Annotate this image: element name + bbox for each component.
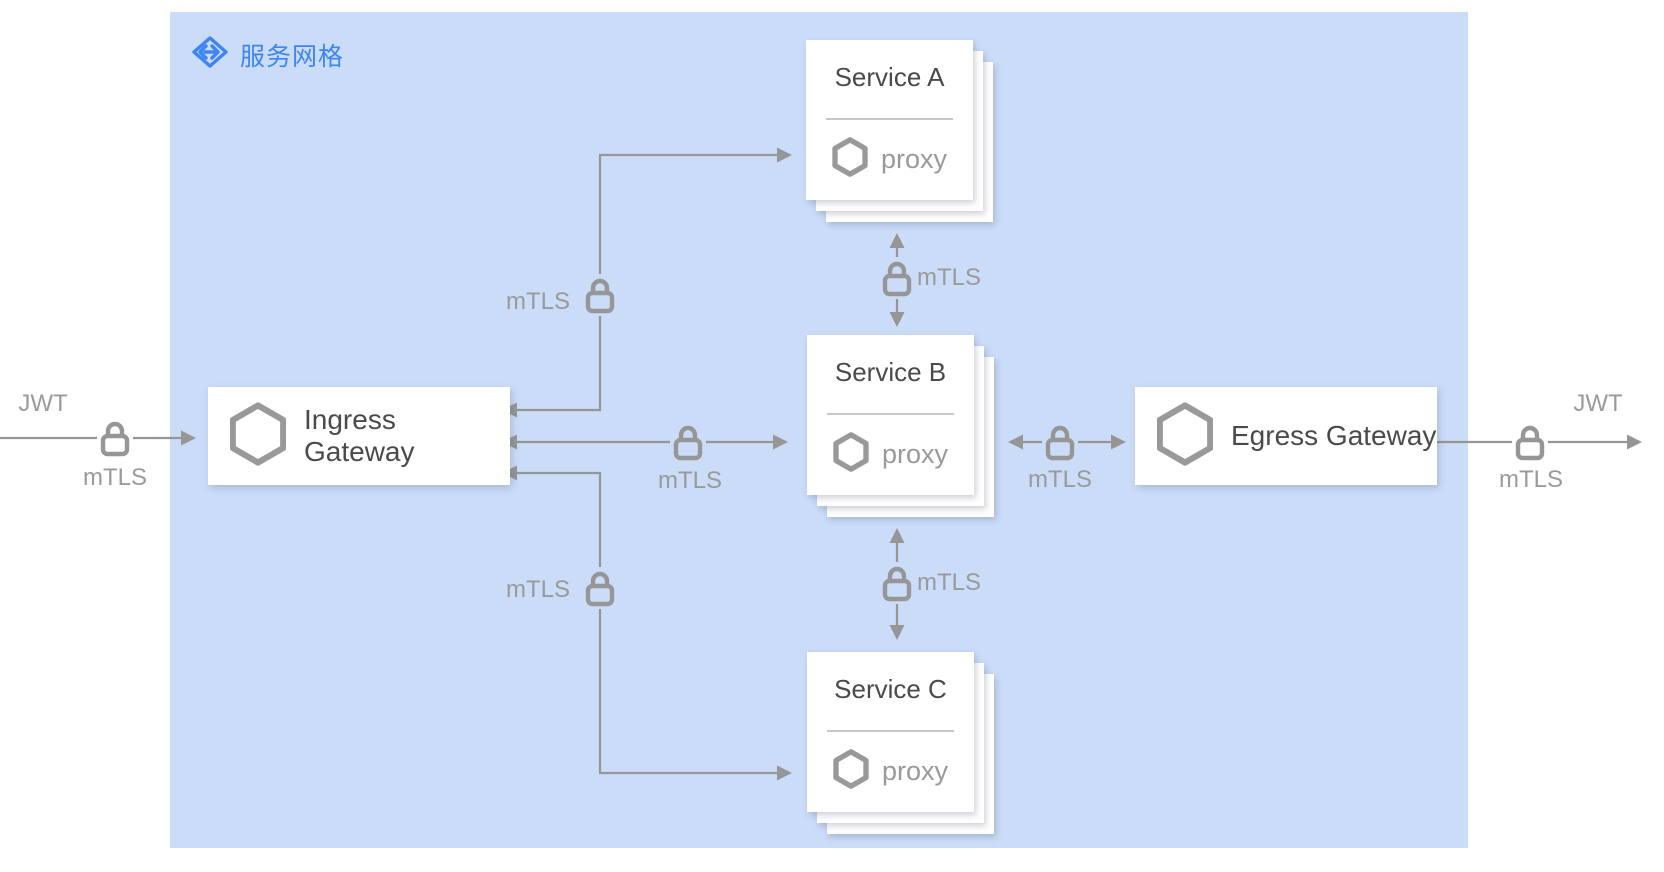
hexagon-icon (229, 401, 287, 471)
service-c-title: Service C (834, 674, 947, 704)
lock-icon (1042, 421, 1078, 463)
service-b-title: Service B (834, 357, 947, 387)
hexagon-icon (833, 749, 869, 794)
card-face: Service C proxy (807, 652, 974, 812)
lock-icon (1512, 421, 1548, 463)
lock-icon (582, 274, 618, 316)
sidecar-proxy-row: proxy (832, 137, 947, 182)
service-mesh-icon (192, 36, 228, 73)
lock-icon (879, 562, 915, 604)
jwt-out-label: JWT (1573, 390, 1623, 417)
proxy-label: proxy (881, 439, 949, 469)
lock-icon (670, 421, 706, 463)
mtls-ingress-service-c-label: mTLS (505, 576, 570, 603)
node-service-b: Service B proxy (807, 335, 994, 517)
mtls-service-b-c-label: mTLS (917, 569, 982, 596)
lock-icon (582, 567, 618, 609)
card-face: Service A proxy (806, 40, 973, 200)
proxy-label: proxy (881, 756, 949, 786)
service-a-title: Service A (834, 62, 945, 92)
ingress-gateway-label: Ingress Gateway (304, 404, 415, 467)
sidecar-proxy-row: proxy (833, 432, 948, 477)
proxy-label: proxy (880, 144, 948, 174)
hexagon-icon (832, 137, 868, 182)
sidecar-proxy-row: proxy (833, 749, 948, 794)
mtls-service-a-b-label: mTLS (917, 264, 982, 291)
mtls-ingress-service-b-label: mTLS (657, 467, 722, 494)
mesh-title-label: 服务网格 (240, 42, 345, 71)
mtls-service-b-egress-label: mTLS (1027, 466, 1092, 493)
card-divider (827, 730, 954, 732)
mtls-out-label: mTLS (1498, 466, 1563, 493)
card-divider (827, 413, 954, 415)
node-service-c: Service C proxy (807, 652, 994, 834)
egress-gateway-label: Egress Gateway (1231, 420, 1437, 451)
mesh-title: 服务网格 (192, 36, 344, 73)
hexagon-icon (833, 432, 869, 477)
card-divider (826, 118, 953, 120)
node-ingress-gateway: Ingress Gateway (208, 387, 510, 485)
jwt-in-label: JWT (18, 390, 68, 417)
mtls-ingress-service-a-label: mTLS (505, 288, 570, 315)
hexagon-icon (1156, 401, 1214, 471)
node-service-a: Service A proxy (806, 40, 993, 222)
lock-icon (879, 257, 915, 299)
lock-icon (97, 417, 133, 459)
node-egress-gateway: Egress Gateway (1135, 387, 1437, 485)
mtls-in-label: mTLS (82, 464, 147, 491)
card-face: Service B proxy (807, 335, 974, 495)
